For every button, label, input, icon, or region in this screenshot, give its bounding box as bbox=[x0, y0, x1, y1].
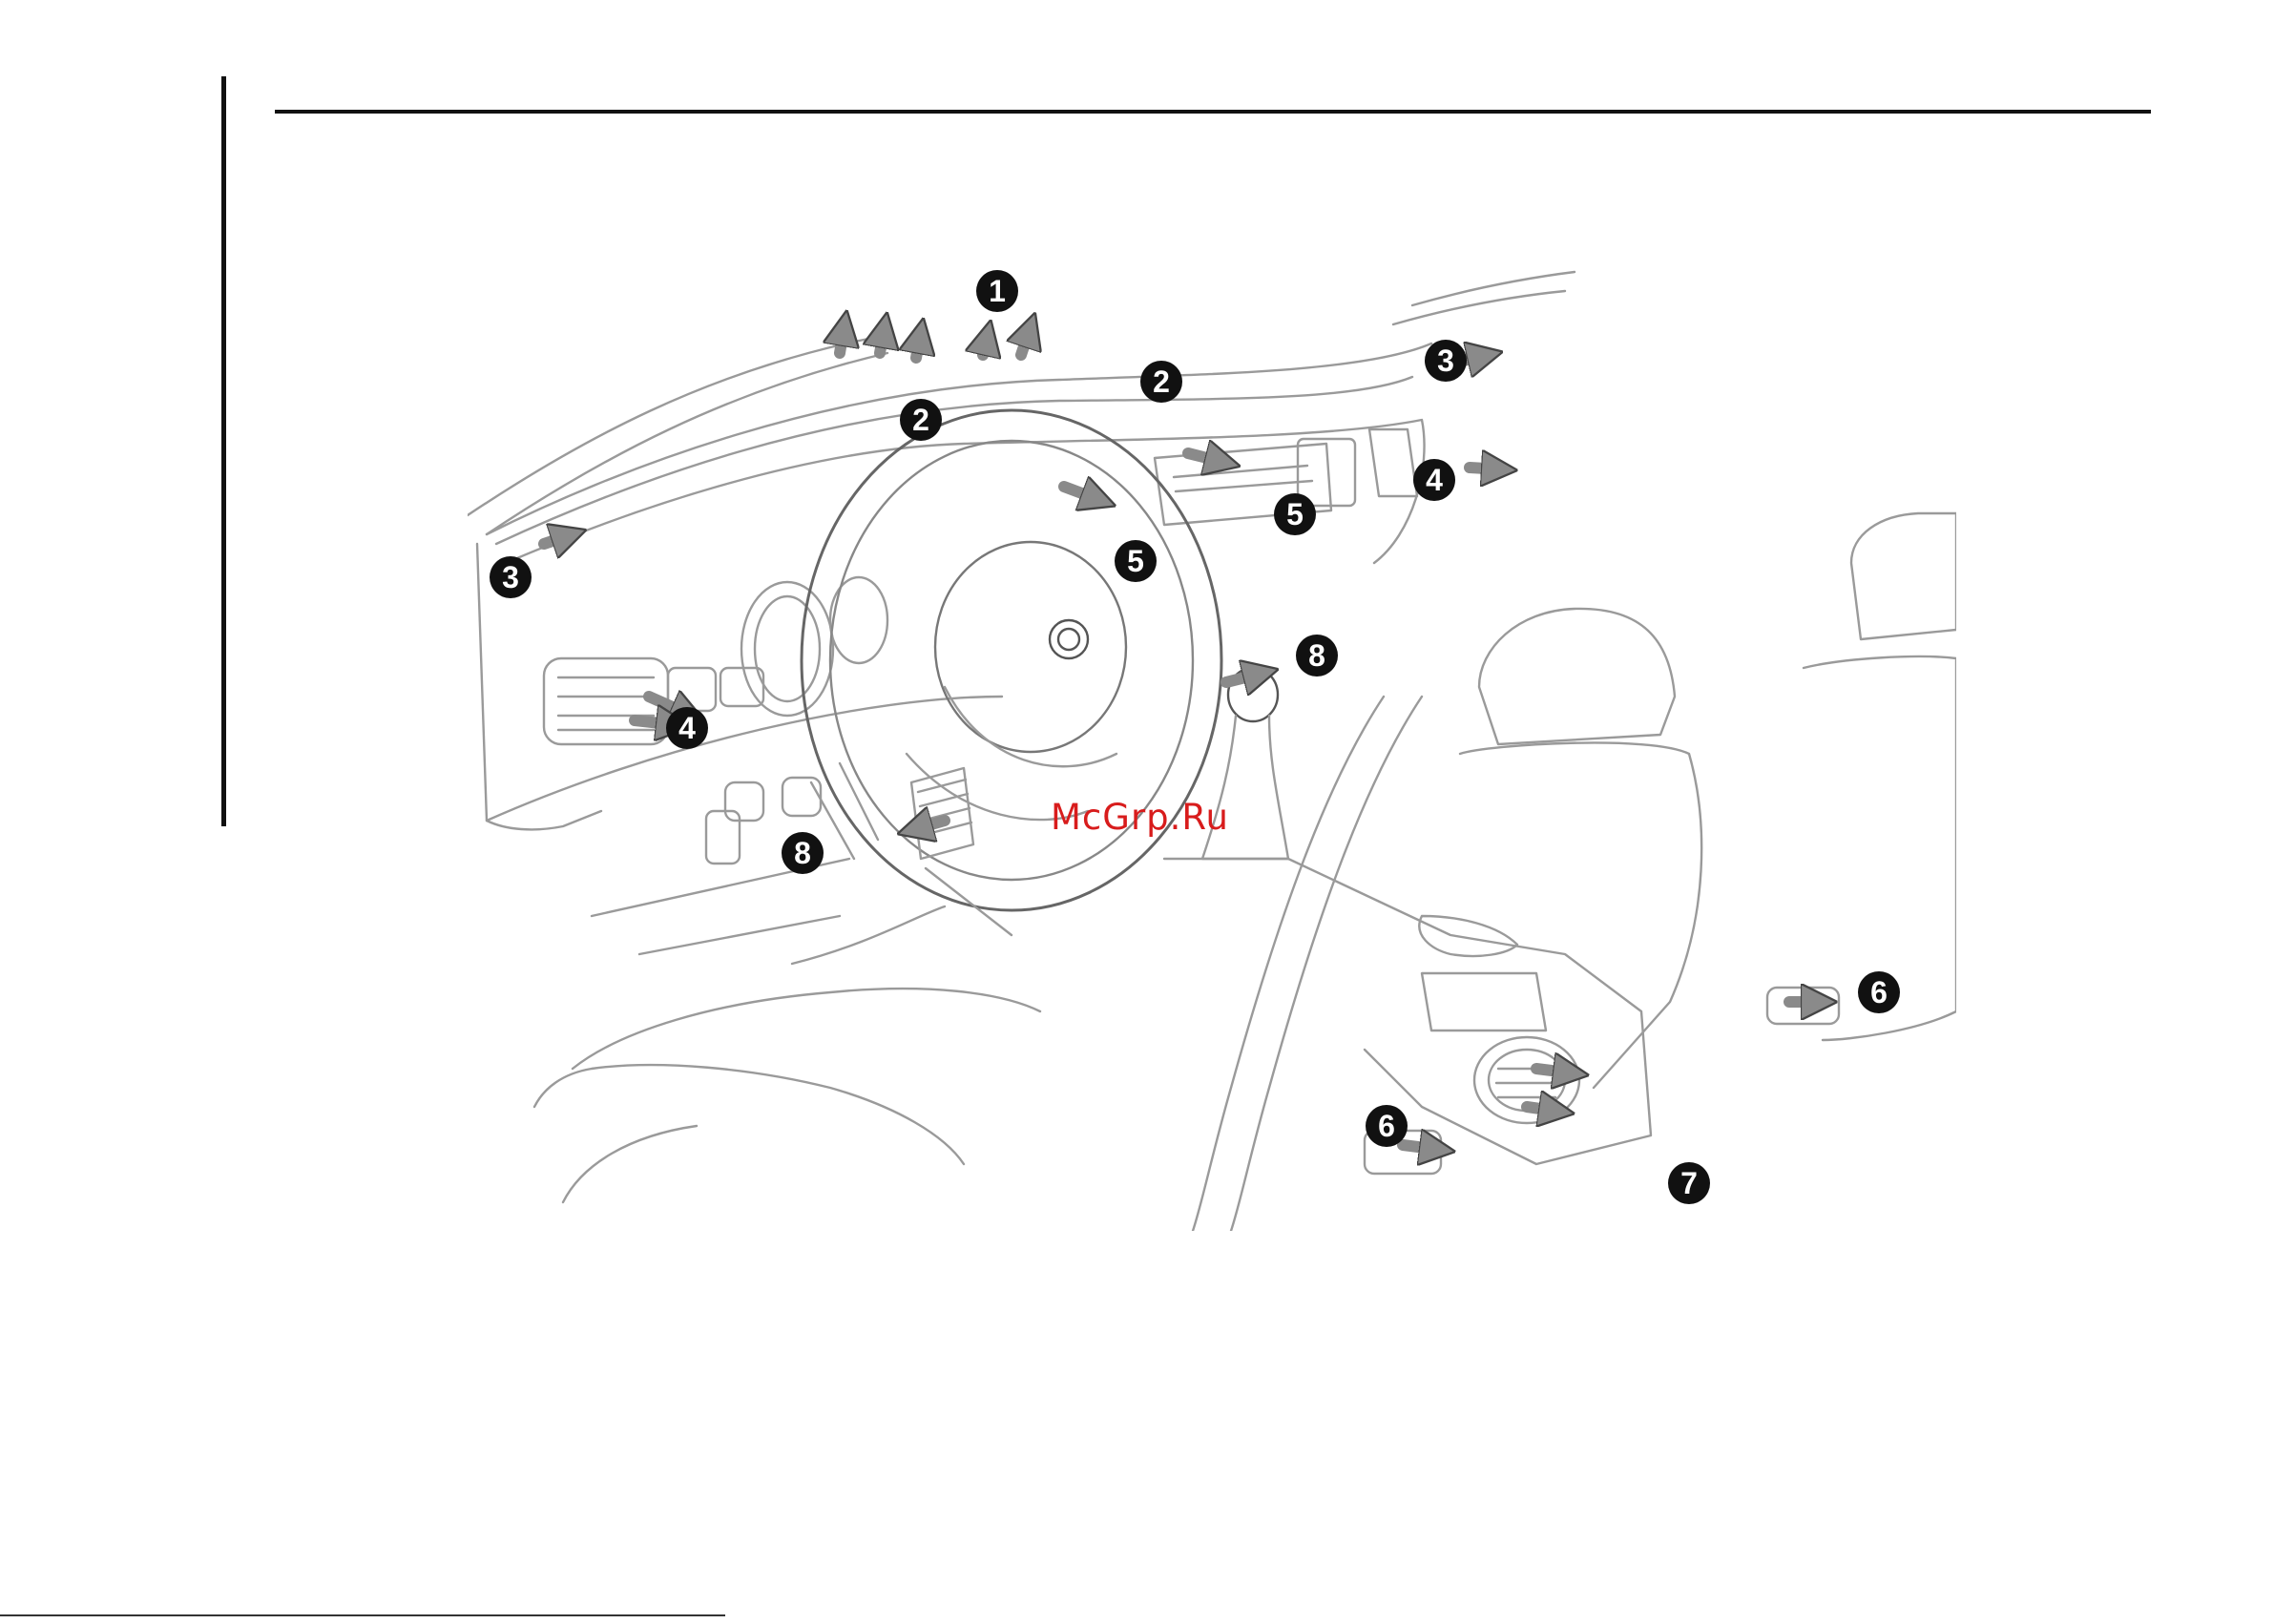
callout-3-right: 3 bbox=[1425, 340, 1467, 382]
svg-text:4: 4 bbox=[1426, 463, 1443, 497]
svg-text:1: 1 bbox=[989, 274, 1006, 308]
svg-text:5: 5 bbox=[1127, 544, 1144, 578]
svg-text:3: 3 bbox=[502, 560, 519, 594]
svg-text:7: 7 bbox=[1680, 1166, 1698, 1200]
callout-7: 7 bbox=[1668, 1162, 1710, 1204]
svg-text:3: 3 bbox=[1437, 344, 1454, 378]
svg-text:8: 8 bbox=[1308, 638, 1325, 673]
callout-5-right: 5 bbox=[1274, 493, 1316, 535]
svg-text:4: 4 bbox=[678, 711, 696, 745]
svg-text:8: 8 bbox=[794, 836, 811, 870]
callout-6-right: 6 bbox=[1858, 971, 1900, 1013]
svg-text:2: 2 bbox=[1153, 364, 1170, 399]
svg-text:6: 6 bbox=[1378, 1109, 1395, 1143]
svg-text:6: 6 bbox=[1870, 975, 1888, 1010]
callout-2-right: 2 bbox=[1140, 361, 1182, 403]
callout-4-left: 4 bbox=[666, 707, 708, 749]
header-rule bbox=[275, 110, 2151, 114]
callout-5-center: 5 bbox=[1115, 540, 1157, 582]
line-art bbox=[468, 272, 1956, 1231]
callout-2-left: 2 bbox=[900, 399, 942, 441]
callout-markers: 1 2 2 3 3 4 4 bbox=[490, 270, 1900, 1204]
watermark: McGrp.Ru bbox=[1051, 797, 1229, 838]
footer-rule bbox=[0, 1614, 725, 1616]
callout-8-left: 8 bbox=[782, 832, 824, 874]
svg-text:2: 2 bbox=[912, 403, 929, 437]
vent-diagram: 1 2 2 3 3 4 4 bbox=[468, 248, 1956, 1231]
callout-3-left: 3 bbox=[490, 556, 532, 598]
interior-illustration: 1 2 2 3 3 4 4 bbox=[468, 248, 1956, 1231]
margin-rule bbox=[221, 76, 226, 826]
callout-4-right: 4 bbox=[1413, 459, 1455, 501]
callout-6-centre: 6 bbox=[1366, 1105, 1408, 1147]
callout-8-right: 8 bbox=[1296, 635, 1338, 677]
callout-1: 1 bbox=[976, 270, 1018, 312]
svg-text:5: 5 bbox=[1286, 497, 1304, 531]
